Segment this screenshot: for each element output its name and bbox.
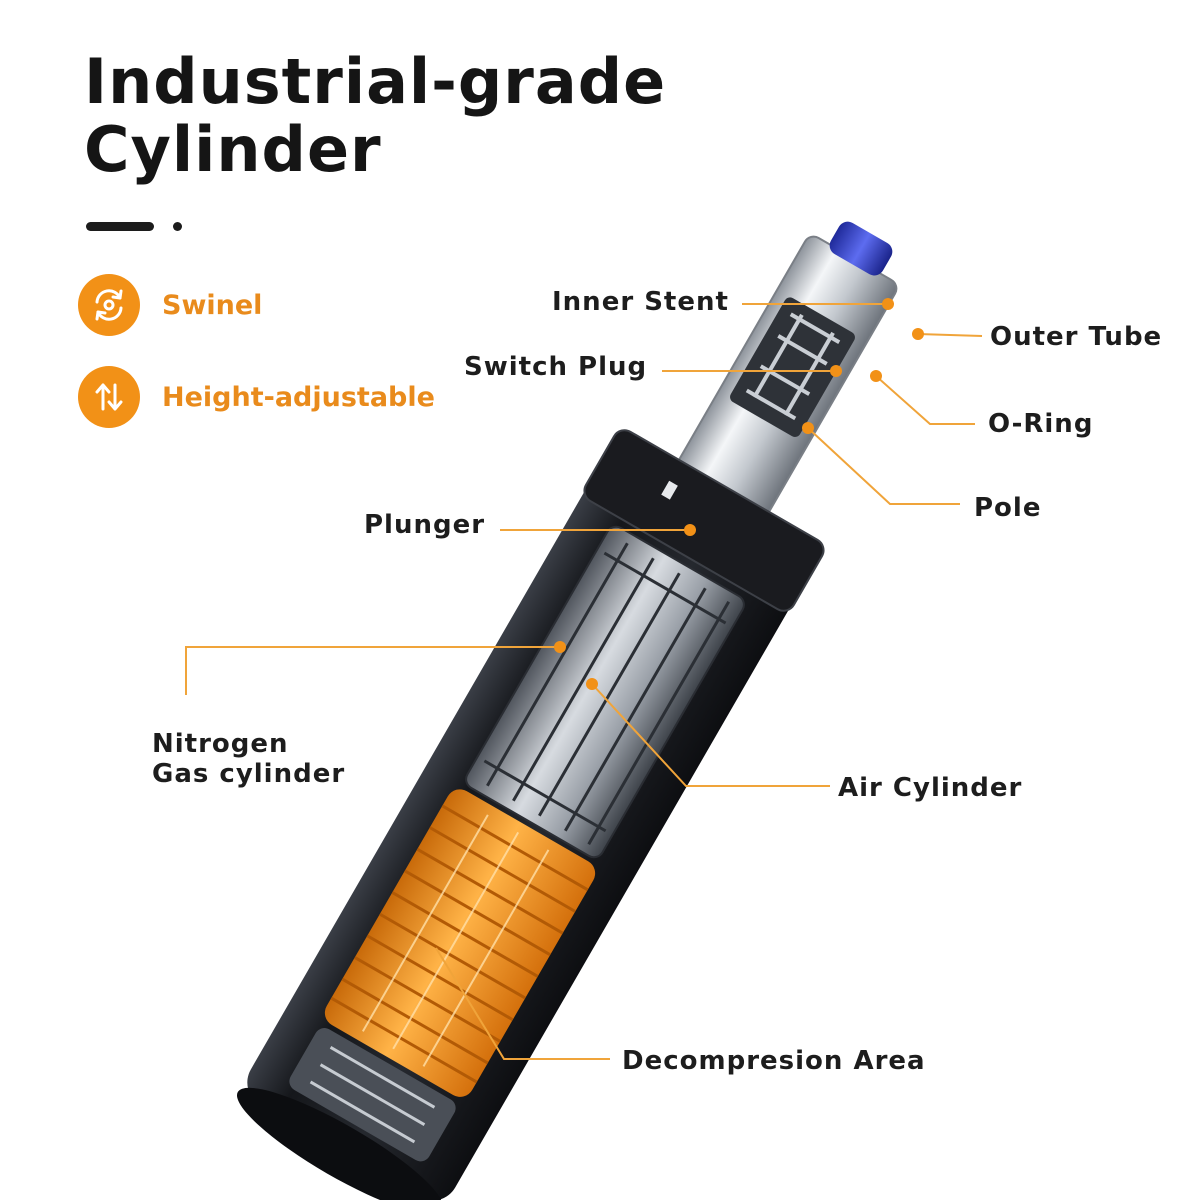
height-adjust-icon xyxy=(78,366,140,428)
feature-label-height-adjustable: Height-adjustable xyxy=(162,381,435,413)
feature-swivel: Swinel xyxy=(78,274,262,336)
title-underline-dot xyxy=(173,222,182,231)
callout-decompression-area: Decompresion Area xyxy=(622,1046,926,1076)
callout-pole: Pole xyxy=(974,493,1042,523)
feature-height-adjustable: Height-adjustable xyxy=(78,366,435,428)
anchor-dots xyxy=(554,298,924,690)
page-title: Industrial-grade Cylinder xyxy=(84,48,666,184)
leader-nitrogen xyxy=(185,646,560,695)
callout-plunger: Plunger xyxy=(364,510,486,540)
leader-lines xyxy=(185,303,983,1060)
title-line-1: Industrial-grade xyxy=(84,45,667,118)
callout-o-ring: O-Ring xyxy=(988,409,1094,439)
title-underline-dash xyxy=(86,222,154,231)
callout-nitrogen-line-2: Gas cylinder xyxy=(152,759,346,789)
leader-o-ring xyxy=(875,375,975,425)
cylinder-body-group xyxy=(236,221,898,1200)
cylinder-base xyxy=(236,1087,444,1200)
callout-air-cylinder: Air Cylinder xyxy=(838,773,1023,803)
leader-air-cylinder xyxy=(591,683,830,787)
callout-nitrogen-line-1: Nitrogen xyxy=(152,729,289,759)
nitrogen-gas-chamber xyxy=(324,789,596,1097)
callout-switch-plug: Switch Plug xyxy=(464,352,648,382)
callout-nitrogen-gas-cylinder: Nitrogen Gas cylinder xyxy=(152,729,345,789)
top-collar xyxy=(583,429,825,612)
feature-label-swivel: Swinel xyxy=(162,289,263,321)
title-line-2: Cylinder xyxy=(84,113,382,186)
leader-pole xyxy=(807,427,960,505)
blue-cap xyxy=(829,221,893,276)
plunger-air-cylinder xyxy=(465,525,745,859)
callout-inner-stent: Inner Stent xyxy=(552,287,729,317)
leader-outer-tube xyxy=(917,333,983,337)
swivel-icon xyxy=(78,274,140,336)
callout-outer-tube: Outer Tube xyxy=(990,322,1163,352)
leader-decompression xyxy=(435,947,610,1060)
